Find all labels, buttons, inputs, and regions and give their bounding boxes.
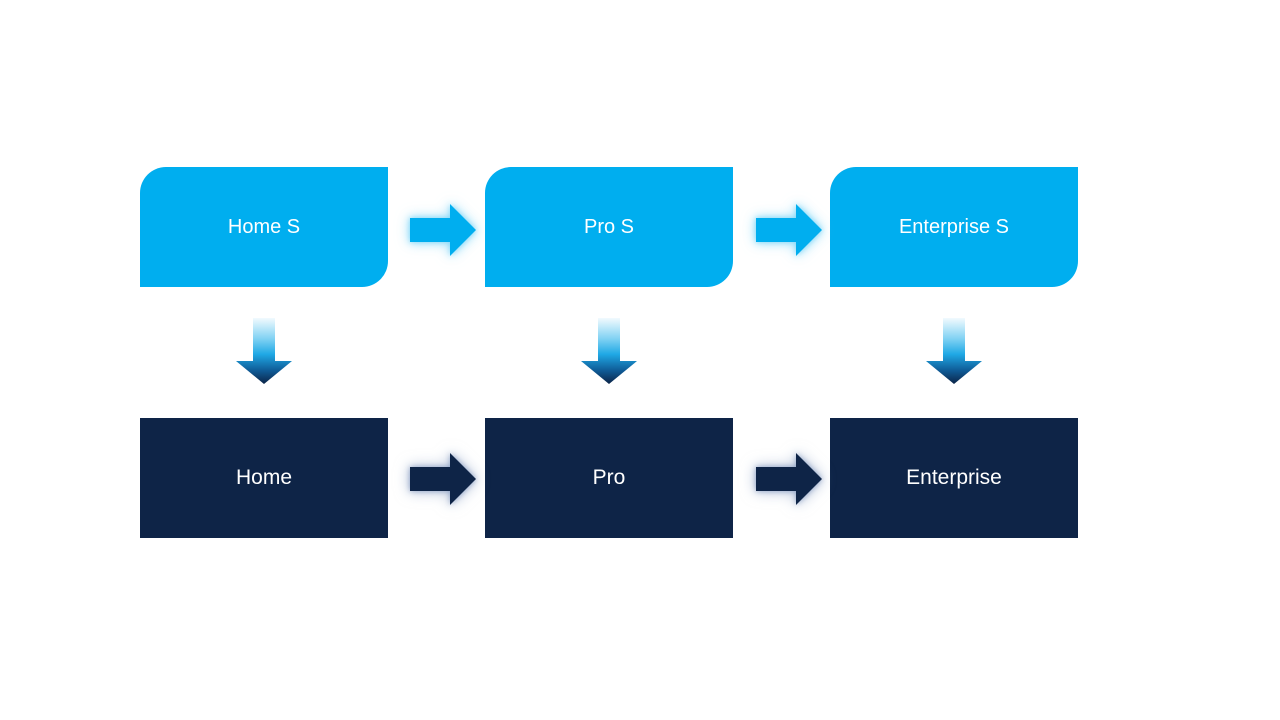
right-arrow-icon bbox=[410, 453, 476, 505]
down-arrow-icon bbox=[581, 318, 637, 384]
box-label: Pro bbox=[592, 466, 626, 489]
down-arrow-icon bbox=[236, 318, 292, 384]
box-label: Home bbox=[235, 466, 293, 489]
box-label: Pro S bbox=[583, 215, 635, 238]
down-arrow-icon bbox=[926, 318, 982, 384]
right-arrow-icon bbox=[410, 204, 476, 256]
box-home: Home bbox=[140, 418, 388, 538]
right-arrow-icon bbox=[756, 204, 822, 256]
box-label: Enterprise S bbox=[898, 215, 1010, 238]
box-home-s: Home S bbox=[140, 167, 388, 287]
box-label: Home S bbox=[227, 215, 301, 238]
box-label: Enterprise bbox=[906, 466, 1002, 489]
box-enterprise: Enterprise bbox=[830, 418, 1078, 538]
box-pro: Pro bbox=[485, 418, 733, 538]
right-arrow-icon bbox=[756, 453, 822, 505]
box-enterprise-s: Enterprise S bbox=[830, 167, 1078, 287]
box-pro-s: Pro S bbox=[485, 167, 733, 287]
